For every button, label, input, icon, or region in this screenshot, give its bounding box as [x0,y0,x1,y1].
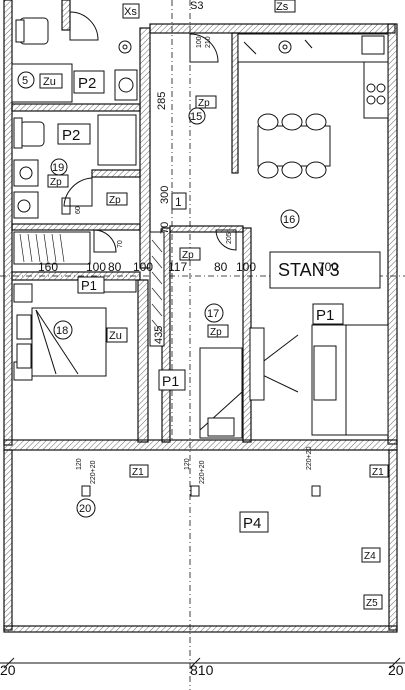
z1-label-b: Z1 [372,467,384,478]
dimension-lines [0,657,405,669]
room-16-number: 16 [283,214,295,226]
zp-label-19: Zp [50,177,62,188]
zs-label: Zs [276,1,289,13]
zu-label-top: Zu [43,76,56,88]
xs-tag-box [122,3,140,19]
dim-210-door: 210 [205,36,212,48]
wardrobe [13,231,91,265]
dim-100-c: 100 [236,260,256,274]
zp-label-15: Zp [198,98,210,109]
dim-20-left: 20 [0,662,16,678]
dim-285: 285 [156,92,168,110]
dim-120-b: 120 [184,458,191,470]
p2-label-top: P2 [78,75,96,92]
z1-label-a: Z1 [132,467,144,478]
dim-160: 160 [38,260,58,274]
zp-label-hall2: Zp [182,250,194,261]
room-20-number: 20 [79,503,91,515]
dim-220-c: 220+20 [306,446,313,470]
dim-120-a: 120 [76,458,83,470]
dim-220-a: 220+20 [90,460,97,484]
z4-label: Z4 [364,551,376,562]
outer-walls [3,0,398,633]
room-17 [199,229,243,439]
z5-label: Z5 [366,598,378,609]
dim-100-a: 100 [86,260,106,274]
zp-label-hall: Zp [109,195,121,206]
p1-label-bedroom: P1 [81,278,97,293]
apartment-tag-box [269,251,381,289]
p1-label-living: P1 [316,307,334,324]
room-18-number: 18 [56,325,68,337]
xs-label: Xs [124,6,137,18]
dim-435: 435 [153,326,165,344]
p4-label: P4 [243,515,261,532]
room-19-number: 19 [52,162,64,174]
dim-205-door: 205 [226,232,233,244]
dim-60-door: 60 [75,206,82,214]
room-17-number: 17 [207,308,219,320]
interior-walls [11,0,252,443]
circle-5-label: 5 [22,75,28,87]
dim-70-door-a: 70 [117,240,124,248]
dim-100-b: 100 [133,260,153,274]
dim-220-b: 220+20 [199,460,206,484]
dim-300: 300 [159,186,171,204]
kitchen-living [237,33,389,179]
dim-810: 810 [190,662,214,678]
shoe-rack [149,231,165,347]
dim-70: 70 [159,222,171,234]
bathroom-middle [13,114,137,219]
living-sofa [249,324,389,436]
dim-80-a: 80 [108,260,122,274]
bedroom [13,229,137,381]
zs-tag-box [274,0,296,13]
dim-80-b: 80 [214,260,228,274]
dim-20-right: 20 [388,662,404,678]
zu-label-bedroom: Zu [109,330,122,342]
p2-label-middle: P2 [62,127,80,144]
p1-label-17: P1 [162,373,179,389]
apartment-label: STAN 3 [278,260,340,280]
entrance-door [189,33,219,63]
zp-label-17: Zp [210,327,222,338]
room-15-number: 15 [190,111,202,123]
dim-117: 117 [168,260,187,274]
dim-700: 700 [318,260,338,274]
dim-100-door: 100 [196,36,203,48]
s3-label: S3 [190,0,203,12]
hall-tag-1: 1 [175,195,182,209]
